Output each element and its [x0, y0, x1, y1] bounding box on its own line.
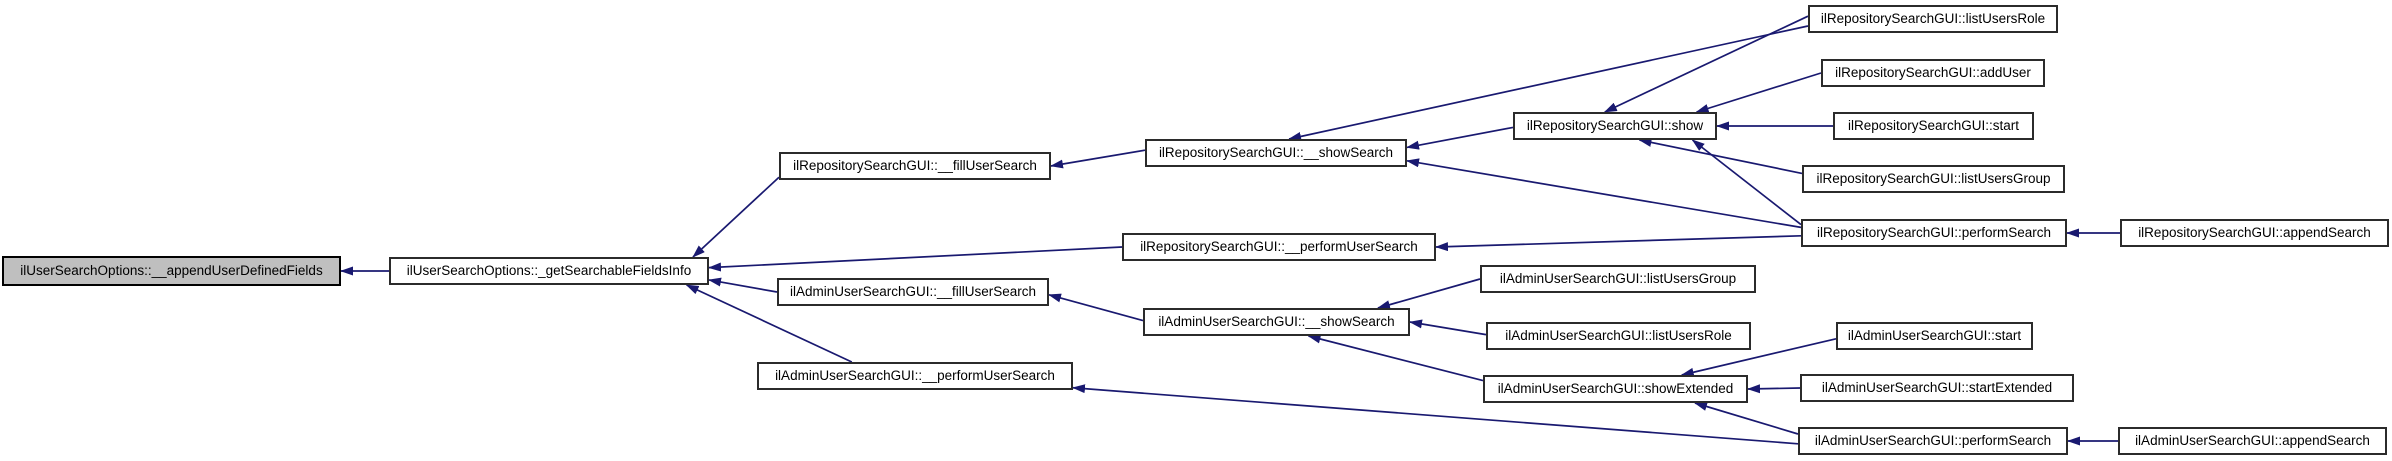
- call-edge-rperfus-to-info: [708, 246, 1123, 272]
- call-edge-adduser-to-show: [1695, 72, 1822, 113]
- call-edge-ashowsearch-to-afill: [1048, 293, 1144, 322]
- call-edge-rfill-to-info: [692, 176, 780, 258]
- call-edge-aperform-to-aperfus: [1072, 384, 1799, 445]
- graph-node-rappend[interactable]: ilRepositorySearchGUI::appendSearch: [2120, 219, 2389, 247]
- call-edge-rperform-to-rshowsearch: [1406, 158, 1802, 229]
- call-edge-alug-to-ashowsearch: [1376, 278, 1481, 310]
- call-edge-rlur-to-show: [1603, 15, 1809, 113]
- call-edge-astart-to-ashowext: [1680, 337, 1837, 377]
- graph-node-adduser[interactable]: ilRepositorySearchGUI::addUser: [1821, 59, 2045, 87]
- graph-node-rlug[interactable]: ilRepositorySearchGUI::listUsersGroup: [1802, 165, 2065, 193]
- graph-node-alur[interactable]: ilAdminUserSearchGUI::listUsersRole: [1486, 322, 1751, 350]
- graph-node-ashowext[interactable]: ilAdminUserSearchGUI::showExtended: [1483, 375, 1748, 403]
- call-edge-aperform-to-ashowext: [1694, 402, 1799, 435]
- call-edge-alur-to-ashowsearch: [1409, 319, 1487, 336]
- call-edge-rshowsearch-to-rfill: [1050, 149, 1146, 169]
- call-edge-rlug-to-show: [1638, 138, 1803, 175]
- graph-node-aappend[interactable]: ilAdminUserSearchGUI::appendSearch: [2118, 427, 2387, 455]
- graph-node-ashowsearch[interactable]: ilAdminUserSearchGUI::__showSearch: [1143, 308, 1410, 336]
- graph-node-rperfus[interactable]: ilRepositorySearchGUI::__performUserSear…: [1122, 233, 1436, 261]
- graph-node-afill[interactable]: ilAdminUserSearchGUI::__fillUserSearch: [777, 278, 1049, 306]
- graph-node-appendudf: ilUserSearchOptions::__appendUserDefined…: [2, 256, 341, 286]
- call-edge-rperform-to-show: [1691, 139, 1802, 226]
- graph-node-rstart[interactable]: ilRepositorySearchGUI::start: [1833, 112, 2034, 140]
- graph-node-rshowsearch[interactable]: ilRepositorySearchGUI::__showSearch: [1145, 139, 1407, 167]
- graph-node-astart[interactable]: ilAdminUserSearchGUI::start: [1836, 322, 2033, 350]
- graph-node-rfill[interactable]: ilRepositorySearchGUI::__fillUserSearch: [779, 152, 1051, 180]
- graph-node-aperfus[interactable]: ilAdminUserSearchGUI::__performUserSearc…: [757, 362, 1073, 390]
- call-edge-show-to-rshowsearch: [1406, 126, 1514, 150]
- graph-node-rperform[interactable]: ilRepositorySearchGUI::performSearch: [1801, 219, 2067, 247]
- call-edge-astartext-to-ashowext: [1747, 384, 1801, 394]
- call-edge-rlur-to-rshowsearch: [1288, 25, 1809, 141]
- graph-node-astartext[interactable]: ilAdminUserSearchGUI::startExtended: [1800, 374, 2074, 402]
- call-edge-rperform-to-rperfus: [1435, 234, 1802, 252]
- call-edge-afill-to-info: [708, 277, 778, 293]
- graph-node-rlur[interactable]: ilRepositorySearchGUI::listUsersRole: [1808, 5, 2058, 33]
- graph-node-show[interactable]: ilRepositorySearchGUI::show: [1513, 112, 1717, 140]
- call-edge-ashowext-to-ashowsearch: [1307, 334, 1484, 382]
- graph-node-alug[interactable]: ilAdminUserSearchGUI::listUsersGroup: [1480, 265, 1756, 293]
- graph-node-aperform[interactable]: ilAdminUserSearchGUI::performSearch: [1798, 427, 2068, 455]
- graph-node-info[interactable]: ilUserSearchOptions::_getSearchableField…: [389, 257, 709, 285]
- call-edge-aperfus-to-info: [685, 284, 853, 363]
